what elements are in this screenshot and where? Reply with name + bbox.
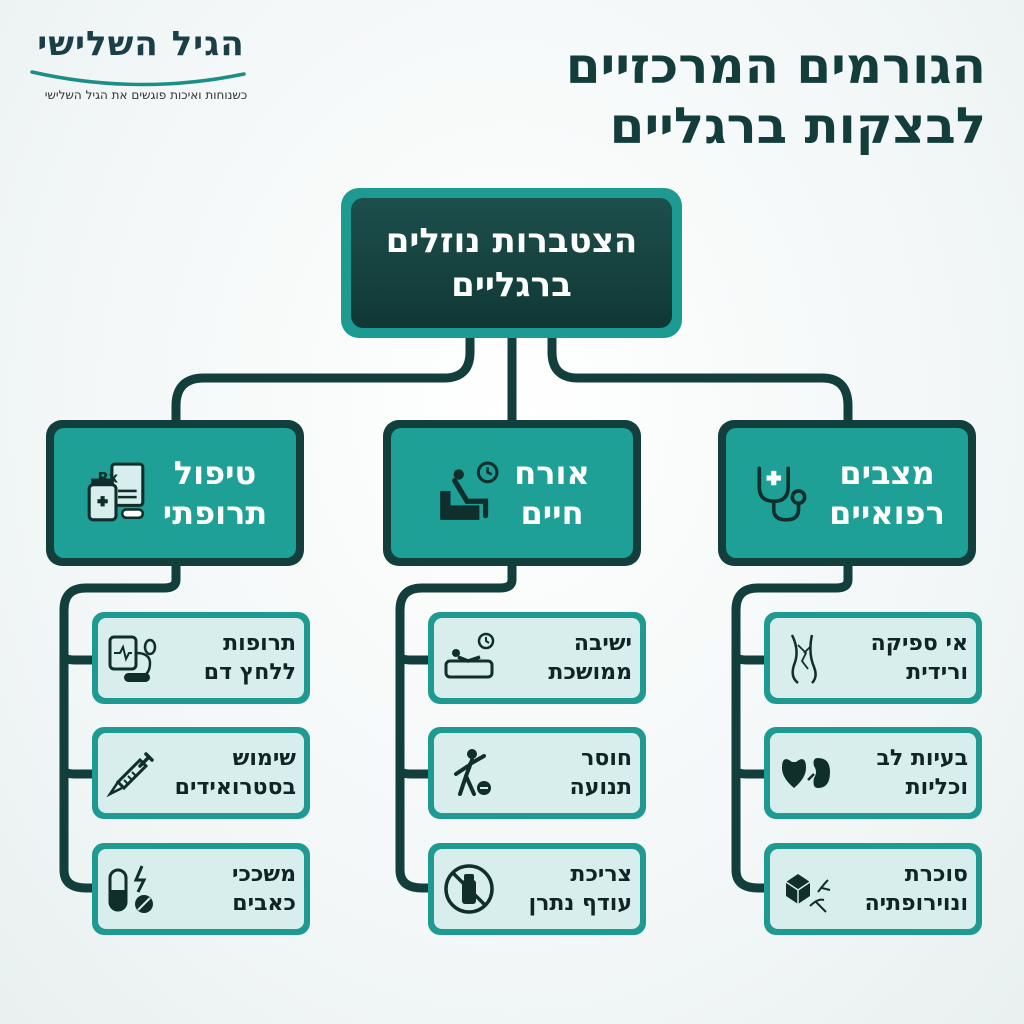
- leaf-heart-kidney: בעיות לב וכליות: [764, 727, 982, 819]
- category-label: אורח חיים: [514, 454, 590, 532]
- logo: הגיל השלישי כשנוחות ואיכות פוגשים את הגי…: [26, 22, 266, 112]
- logo-name: הגיל השלישי: [37, 24, 245, 64]
- leaf-venous-insufficiency: אי ספיקה ורידית: [764, 612, 982, 704]
- category-medication: טיפול תרופתי Rx: [46, 420, 304, 566]
- leaf-prolonged-sitting: ישיבה ממושכת: [428, 612, 646, 704]
- leaf-painkillers: משככי כאבים: [92, 843, 310, 935]
- leaf-steroids: שימוש בסטרואידים: [92, 727, 310, 819]
- leaf-label: שימוש בסטרואידים: [174, 746, 296, 800]
- leaf-bp-medication: תרופות ללחץ דם: [92, 612, 310, 704]
- logo-tagline: כשנוחות ואיכות פוגשים את הגיל השלישי: [44, 88, 248, 102]
- sugar-nerve-icon: [785, 874, 831, 913]
- leaf-label: אי ספיקה ורידית: [870, 631, 968, 685]
- leaf-label: צריכת עודף נתרן: [528, 862, 632, 916]
- pills-icon: [108, 865, 153, 913]
- logo-swoosh-icon: [30, 70, 246, 87]
- category-medical: מצבים רפואיים: [718, 420, 976, 566]
- leaf-lack-of-movement: חוסר תנועה: [428, 727, 646, 819]
- leaf-label: ישיבה ממושכת: [548, 631, 632, 685]
- root-label: הצטברות נוזלים ברגליים: [351, 198, 672, 328]
- leaf-diabetes-neuropathy: סוכרת ונוירופתיה: [764, 843, 982, 935]
- syringe-icon: [106, 752, 154, 798]
- prescription-icon: Rx: [87, 462, 145, 522]
- leaf-label: משככי כאבים: [231, 862, 296, 916]
- leaf-label: חוסר תנועה: [569, 746, 632, 800]
- no-salt-icon: [444, 864, 494, 914]
- category-lifestyle: אורח חיים: [383, 420, 641, 566]
- armchair-clock-icon: [440, 461, 499, 520]
- veins-leg-icon: [790, 634, 817, 684]
- page-title: הגורמים המרכזיים לבצקות ברגליים: [565, 37, 986, 155]
- root-node: הצטברות נוזלים ברגליים: [341, 188, 682, 338]
- blood-pressure-icon: [108, 635, 157, 682]
- heart-kidney-icon: [782, 758, 830, 788]
- sofa-clock-icon: [444, 632, 495, 679]
- stethoscope-icon: [757, 466, 807, 522]
- leaf-label: תרופות ללחץ דם: [203, 631, 296, 685]
- leaf-label: סוכרת ונוירופתיה: [864, 862, 968, 916]
- category-label: טיפול תרופתי: [162, 454, 268, 532]
- exercise-icon: [454, 749, 491, 796]
- leaf-excess-sodium: צריכת עודף נתרן: [428, 843, 646, 935]
- category-label: מצבים רפואיים: [829, 454, 945, 532]
- leaf-label: בעיות לב וכליות: [876, 746, 968, 800]
